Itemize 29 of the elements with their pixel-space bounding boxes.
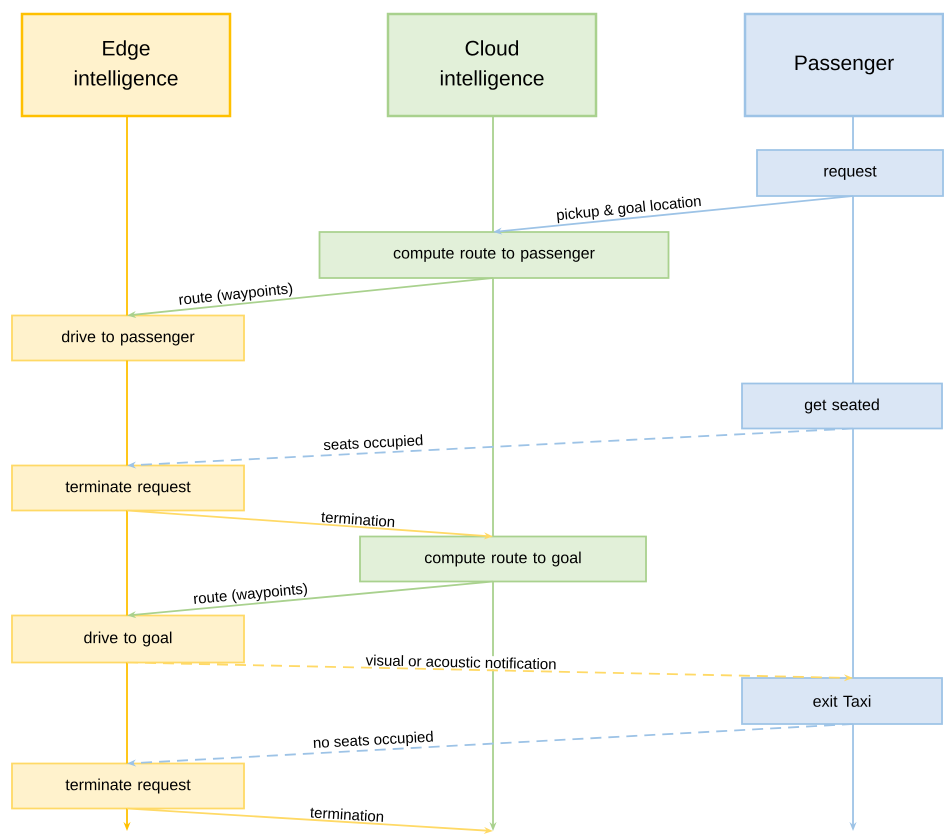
activation-box: terminate request: [11, 464, 245, 512]
activation-box: drive to passenger: [11, 314, 245, 362]
lifeline-header: Cloud intelligence: [386, 12, 598, 118]
activation-box: compute route to passenger: [318, 231, 670, 279]
edge-label: route (waypoints): [194, 582, 307, 604]
lifeline-header: Edge intelligence: [20, 12, 232, 118]
lifeline: [126, 510, 128, 616]
activation-box: compute route to goal: [359, 536, 647, 582]
lifeline-header: Passenger: [744, 12, 944, 118]
lifeline: [492, 116, 494, 232]
lifeline: [492, 278, 494, 536]
activation-box: request: [756, 149, 944, 197]
edge-label: termination: [321, 512, 394, 528]
activation-box: terminate request: [11, 762, 245, 810]
activation-box: get seated: [741, 382, 943, 430]
lifeline: [852, 428, 854, 678]
activation-box: drive to goal: [11, 614, 245, 664]
edge-label: route (waypoints): [179, 282, 292, 305]
edge-label: seats occupied: [324, 434, 423, 450]
lifeline: [126, 360, 128, 466]
edge-label: termination: [310, 808, 384, 822]
edge-label: visual or acoustic notification: [366, 654, 556, 670]
lifeline: [852, 116, 854, 150]
lifeline: [126, 116, 128, 316]
activation-box: exit Taxi: [741, 677, 943, 725]
edge-label: no seats occupied: [314, 730, 433, 748]
lifeline: [852, 196, 854, 384]
lifeline: [126, 662, 128, 764]
edge-label: pickup & goal location: [556, 196, 701, 224]
